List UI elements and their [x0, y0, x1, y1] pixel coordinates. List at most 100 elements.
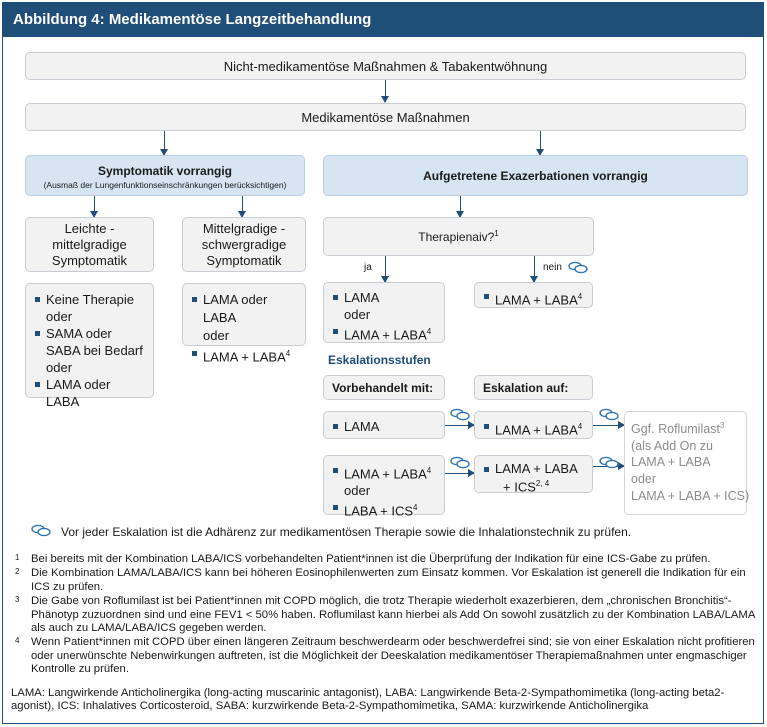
therapy-or: oder — [46, 309, 73, 324]
therapienaiv-label: Therapienaiv? — [418, 230, 495, 244]
footnote-number: 1 — [15, 553, 20, 562]
therapy-or: oder — [203, 328, 230, 343]
footnote-text: Wenn Patient*innen mit COPD über einen l… — [31, 636, 755, 676]
eskalation-auf-header: Eskalation auf: — [474, 375, 593, 400]
mittel-therapy-list: LAMA oder LABA oder LAMA + LABA4 — [191, 291, 297, 366]
adherence-note: Vor jeder Eskalation ist die Adhärenz zu… — [61, 525, 632, 539]
chat-bubbles-icon — [450, 456, 470, 469]
footnote-text: Die Kombination LAMA/LABA/ICS kann bei h… — [31, 567, 746, 593]
exazerbation-title: Aufgetretene Exazerbationen vorrangig — [423, 168, 648, 183]
leicht-therapy-list: Keine Therapie oder SAMA oder SABA bei B… — [34, 291, 145, 410]
drug-measures-label: Medikamentöse Maßnahmen — [301, 109, 470, 125]
nein-label: nein — [543, 262, 562, 273]
row1-escalation-box: LAMA + LABA4 — [474, 411, 593, 439]
footnote-3: 3 Die Gabe von Roflumilast ist bei Patie… — [11, 595, 759, 635]
footnote-ref: 2, 4 — [535, 479, 550, 488]
therapy-item: LAMA oder LABA — [191, 291, 297, 327]
footnote-ref: 1 — [494, 229, 499, 238]
therapienaiv-box: Therapienaiv?1 — [323, 217, 594, 256]
leicht-line-2: mittelgradige — [52, 236, 127, 252]
chat-bubbles-icon — [31, 524, 51, 537]
row2-prior-box: LAMA + LABA4 oder LABA + ICS4 — [323, 455, 445, 519]
leicht-line-1: Leichte - — [64, 220, 115, 236]
therapy-or: oder — [46, 360, 73, 375]
therapy-item: SAMA oder SABA bei Bedarf — [34, 325, 145, 359]
therapy-item: LAMA — [332, 418, 436, 435]
therapy-item-cont: + ICS2, 4 — [483, 476, 584, 494]
nein-therapy-box: LAMA + LABA4 — [474, 282, 593, 308]
ja-therapy-box: LAMA oder LAMA + LABA4 — [323, 282, 445, 343]
footnote-text: Bei bereits mit der Kombination LABA/ICS… — [31, 553, 711, 565]
footnote-2: 2 Die Kombination LAMA/LABA/ICS kann bei… — [11, 567, 759, 594]
therapy-or: oder — [344, 483, 371, 499]
chat-bubbles-icon — [599, 408, 619, 421]
arrow-row2-escalate — [445, 469, 475, 477]
therapy-item: LAMA oder LABA — [34, 376, 145, 410]
therapy-or: oder — [344, 307, 371, 322]
roflumilast-line-5: LAMA + LABA + ICS) — [631, 488, 750, 503]
symptomatik-title: Symptomatik vorrangig — [97, 164, 233, 178]
drug-measures-box: Medikamentöse Maßnahmen — [25, 103, 746, 131]
exazerbation-box: Aufgetretene Exazerbationen vorrangig — [323, 155, 748, 196]
row1-prior-list: LAMA — [332, 418, 436, 435]
therapy-item-text: LAMA + LABA — [344, 466, 427, 482]
leicht-symptomatik-box: Leichte - mittelgradige Symptomatik — [25, 217, 154, 272]
row2-escalation-list: LAMA + LABA + ICS2, 4 — [483, 461, 584, 494]
nein-therapy-list: LAMA + LABA4 — [483, 288, 584, 308]
therapy-item: Keine Therapie — [34, 291, 145, 308]
arrow-to-mittel — [238, 196, 246, 218]
footnote-ref: 4 — [577, 292, 583, 301]
eskalation-heading: Eskalationsstufen — [328, 353, 431, 367]
footnote-ref: 3 — [719, 421, 725, 430]
therapy-item: LABA + ICS4 — [332, 499, 436, 519]
eskalation-auf-label: Eskalation auf: — [483, 381, 569, 395]
mittel-line-3: Symptomatik — [206, 252, 282, 268]
symptomatik-subtitle: (Ausmaß der Lungenfunktionseinschränkung… — [43, 180, 287, 190]
symptomatik-box: Symptomatik vorrangig (Ausmaß der Lungen… — [25, 155, 305, 196]
therapy-item: LAMA + LABA4 — [191, 345, 297, 366]
vorbehandelt-label: Vorbehandelt mit: — [332, 381, 434, 395]
arrow-top-to-drug — [381, 80, 389, 103]
roflumilast-text: Ggf. Roflumilast — [631, 422, 720, 437]
arrow-row1-roflumilast — [593, 421, 625, 429]
therapy-item-text: LAMA + LABA — [495, 422, 578, 438]
footnote-4: 4 Wenn Patient*innen mit COPD über einen… — [11, 636, 759, 676]
figure-title: Abbildung 4: Medikamentöse Langzeitbehan… — [3, 3, 763, 37]
mittel-line-1: Mittelgradige - — [202, 220, 286, 236]
row2-prior-list: LAMA + LABA4 oder LABA + ICS4 — [332, 462, 436, 520]
roflumilast-box: Ggf. Roflumilast3 (als Add On zu LAMA + … — [624, 411, 750, 515]
roflumilast-line-3: LAMA + LABA — [631, 455, 711, 470]
roflumilast-line-2: (als Add On zu — [631, 438, 713, 453]
leicht-therapy-box: Keine Therapie oder SAMA oder SABA bei B… — [25, 283, 154, 409]
footnotes: 1 Bei bereits mit der Kombination LABA/I… — [11, 553, 759, 678]
footnote-ref: 4 — [426, 466, 432, 475]
footnote-ref: 4 — [285, 349, 291, 358]
arrow-to-symptomatik — [160, 131, 168, 156]
arrow-ja — [381, 256, 389, 283]
footnote-number: 2 — [15, 567, 20, 577]
mittel-therapy-box: LAMA oder LABA oder LAMA + LABA4 — [182, 283, 306, 364]
abbreviation-legend: LAMA: Langwirkende Anticholinergika (lon… — [11, 687, 725, 713]
roflumilast-line-4: oder — [631, 471, 657, 486]
chat-bubbles-icon — [568, 261, 588, 274]
arrow-to-therapienaiv — [456, 196, 464, 218]
therapy-item-text: LAMA + LABA — [344, 327, 427, 343]
ja-therapy-list: LAMA oder LAMA + LABA4 — [332, 289, 436, 343]
footnote-number: 3 — [15, 595, 20, 605]
therapy-item-text: LAMA + LABA — [203, 349, 286, 365]
mittel-line-2: schwergradige — [201, 236, 287, 252]
arrow-row1-escalate — [445, 421, 475, 429]
roflumilast-line-1: Ggf. Roflumilast3 — [631, 418, 740, 438]
mittel-symptomatik-box: Mittelgradige - schwergradige Symptomati… — [182, 217, 306, 272]
therapy-item-text: LABA + ICS — [344, 503, 414, 519]
therapy-item: LAMA + LABA4 — [332, 323, 436, 343]
row1-prior-box: LAMA — [323, 411, 445, 439]
non-drug-measures-label: Nicht-medikamentöse Maßnahmen & Tabakent… — [223, 58, 548, 74]
chat-bubbles-icon — [450, 408, 470, 421]
footnote-text: Die Gabe von Roflumilast ist bei Patient… — [31, 595, 755, 635]
therapy-item: LAMA + LABA4 — [483, 418, 584, 438]
arrow-to-exazerbation — [536, 131, 544, 156]
footnote-ref: 4 — [577, 422, 583, 431]
row2-escalation-box: LAMA + LABA + ICS2, 4 — [474, 455, 593, 494]
